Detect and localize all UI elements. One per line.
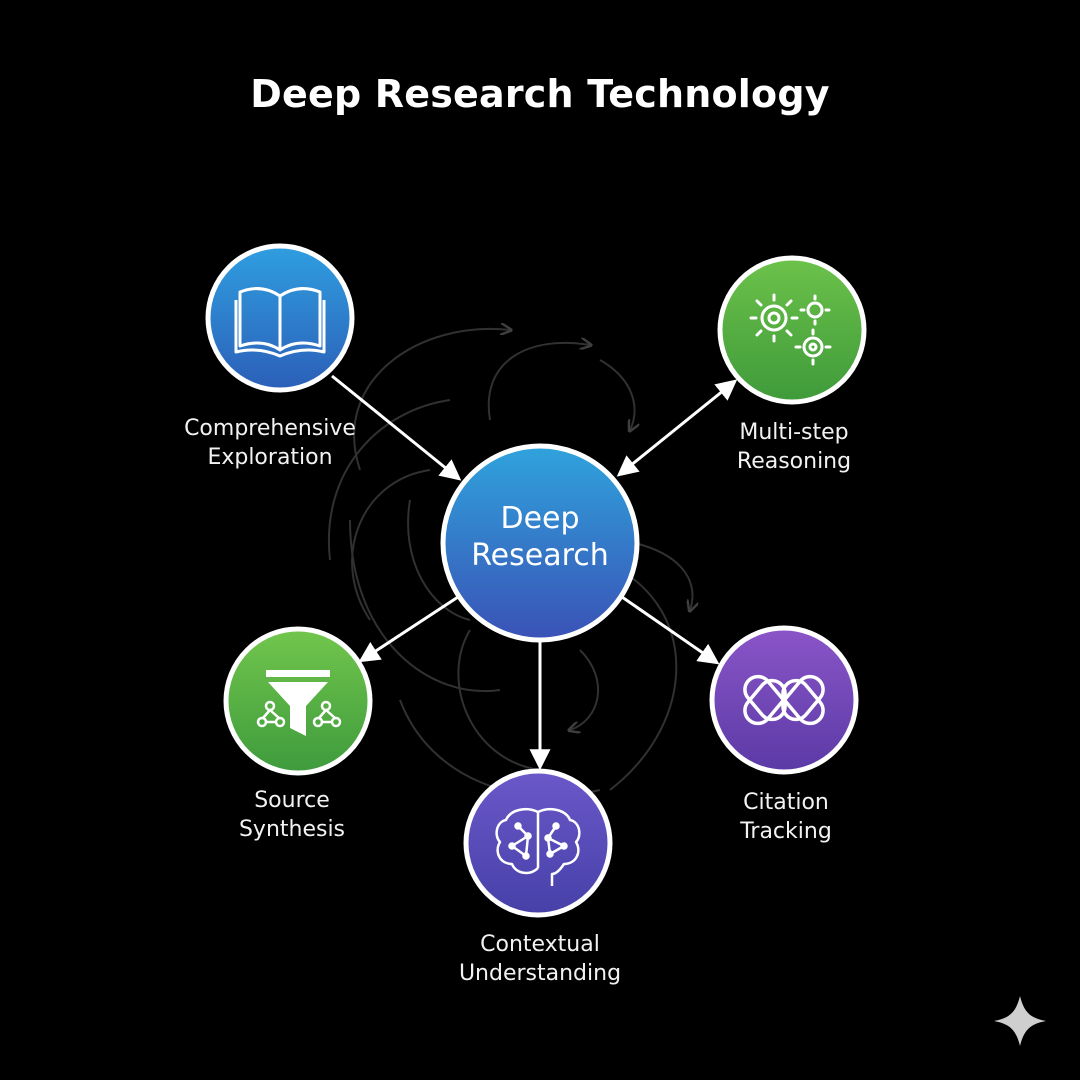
center-node-deep-research — [440, 443, 640, 643]
sparkle-icon — [994, 996, 1046, 1046]
funnel-network-icon — [256, 670, 342, 736]
label-citation-tracking: Citation Tracking — [656, 788, 916, 846]
label-line: Synthesis — [238, 817, 346, 842]
label-line: Multi-step — [739, 420, 849, 445]
label-line: Citation — [743, 790, 829, 815]
label-comprehensive-exploration: Comprehensive Exploration — [140, 414, 400, 472]
label-line: Comprehensive — [184, 416, 356, 441]
center-label-line2: Research — [471, 538, 609, 573]
connector-arrows — [331, 374, 738, 771]
gears-icon — [749, 293, 832, 366]
node-contextual-understanding — [463, 768, 613, 918]
label-contextual-understanding: Contextual Understanding — [410, 930, 670, 988]
node-comprehensive-exploration — [205, 243, 355, 393]
label-source-synthesis: Source Synthesis — [162, 786, 422, 844]
label-line: Reasoning — [736, 449, 852, 474]
label-line: Understanding — [458, 961, 622, 986]
chain-links-icon — [743, 674, 825, 726]
label-line: Contextual — [480, 932, 600, 957]
brain-network-icon — [495, 808, 581, 886]
label-line: Exploration — [207, 445, 333, 470]
arrow-exploration-to-center — [331, 374, 462, 481]
label-line: Source — [254, 788, 330, 813]
node-multi-step-reasoning — [717, 255, 867, 405]
arrow-center-reasoning-bidirectional — [616, 379, 738, 477]
node-citation-tracking — [709, 625, 859, 775]
open-book-icon — [234, 287, 326, 358]
center-label-line1: Deep — [500, 501, 580, 536]
arrow-center-to-synthesis — [358, 595, 459, 663]
label-line: Tracking — [740, 819, 832, 844]
page-title: Deep Research Technology — [250, 72, 830, 116]
center-node-label: Deep Research — [440, 500, 640, 574]
arrow-center-to-citation — [621, 595, 720, 665]
node-source-synthesis — [223, 626, 373, 776]
label-multi-step-reasoning: Multi-step Reasoning — [664, 418, 924, 476]
